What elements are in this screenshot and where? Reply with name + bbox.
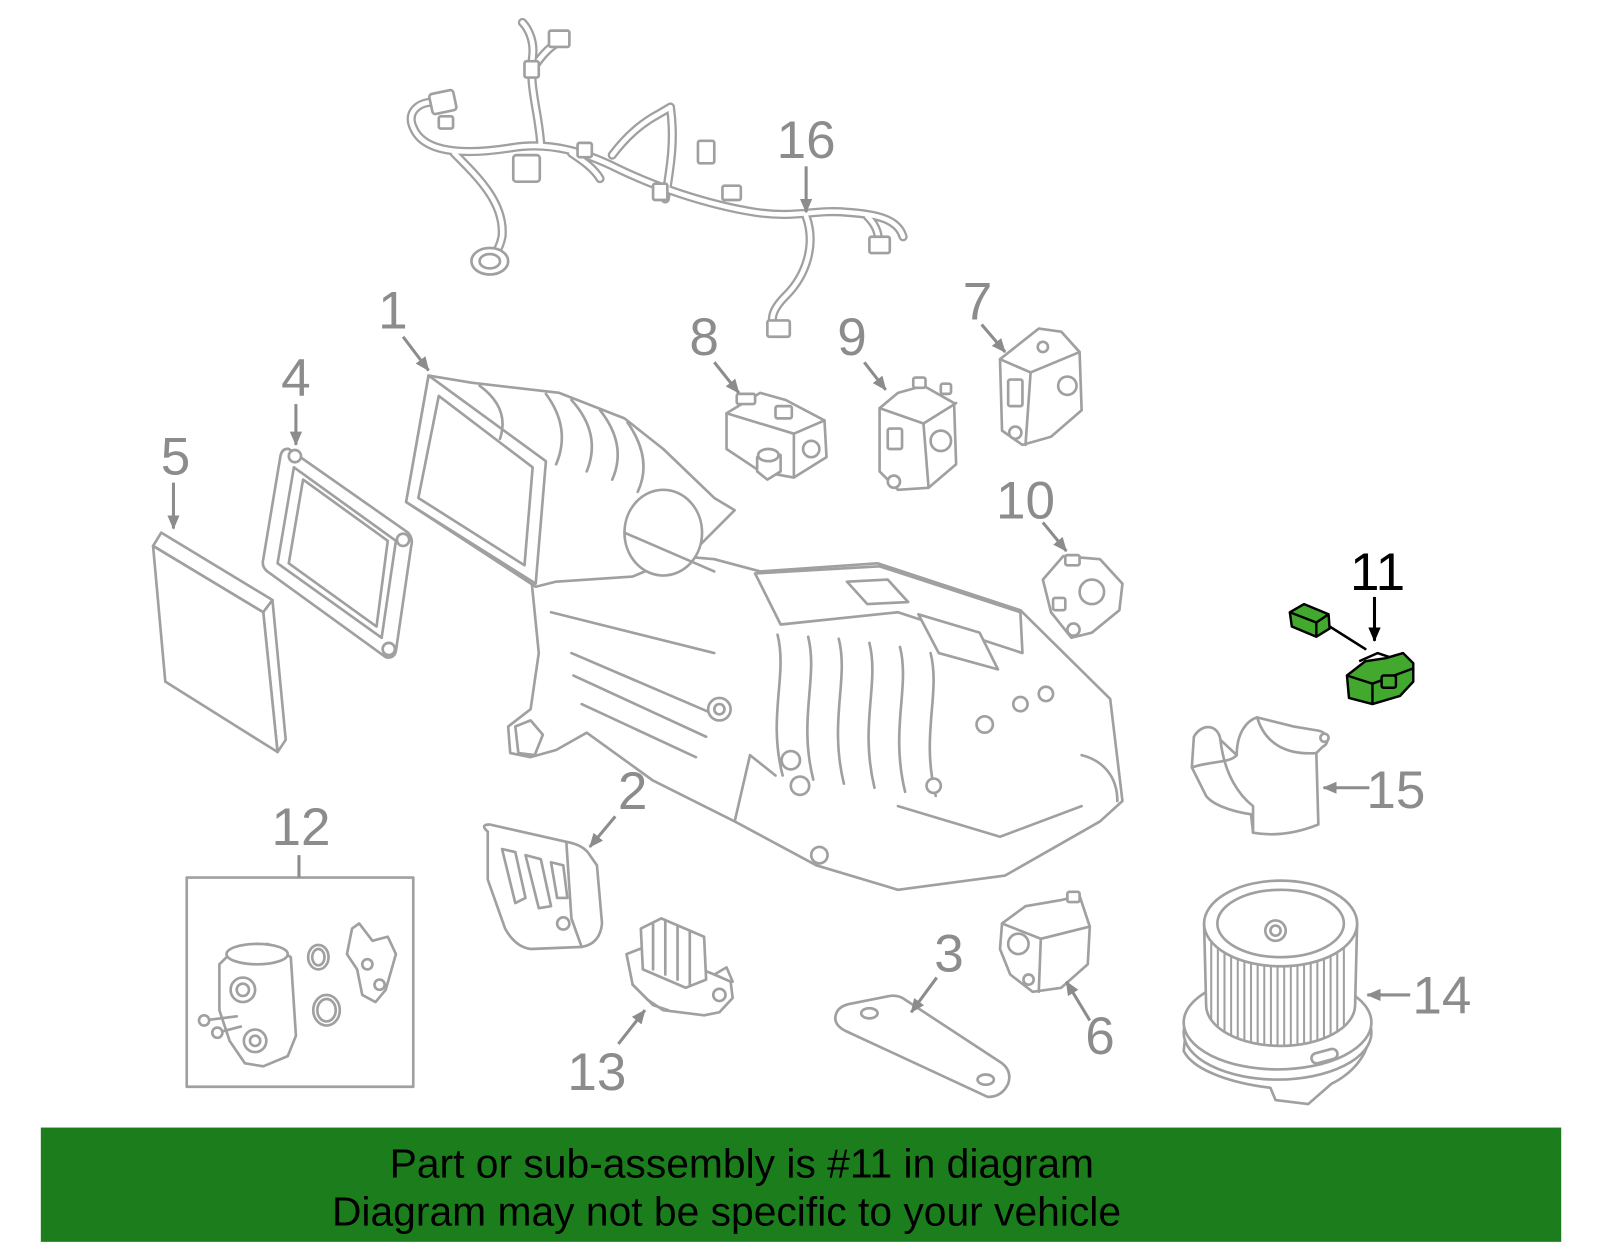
part-10-actuator [1041,553,1124,640]
callout-12: 12 [272,798,331,857]
callout-arrow-13 [617,1009,647,1045]
callout-arrow-1 [401,335,430,372]
callout-arrow-3 [909,976,938,1014]
part-6-actuator [998,890,1092,994]
callout-arrow-8 [713,361,740,394]
callout-6: 6 [1085,1007,1115,1066]
part-9-actuator [878,376,958,492]
part-1-hvac-housing [404,374,1124,892]
callout-16: 16 [777,111,836,170]
callout-arrow-7 [980,323,1007,354]
callout-13: 13 [567,1043,626,1102]
callout-2: 2 [618,762,648,821]
callout-5: 5 [161,428,191,487]
part-3-gasket-strap [834,994,1011,1099]
info-banner: Part or sub-assembly is #11 in diagram D… [40,1127,1562,1242]
part-5-cabin-filter [151,531,288,754]
banner-line-2: Diagram may not be specific to your vehi… [332,1189,1121,1235]
callout-14: 14 [1412,966,1471,1025]
part-13-blower-resistor [625,917,734,1017]
part-7-actuator [998,327,1083,447]
callout-4: 4 [281,349,311,408]
callout-arrow-10 [1041,521,1068,553]
callout-arrow-2 [588,815,617,848]
fan-blades [1210,940,1345,1047]
callout-11: 11 [1350,543,1405,602]
callout-10: 10 [996,471,1055,530]
callout-1: 1 [378,282,408,341]
part-15-blower-housing [1190,716,1330,836]
part-12-expansion-valve-kit [185,876,415,1089]
part-16-wiring-harness [411,22,903,339]
part-4-evaporator-frame [261,447,414,659]
callout-arrow-9 [863,361,887,391]
part-11-highlighted-sensor [1288,602,1415,706]
part-8-actuator [725,391,828,481]
part-2-foam-seal [482,823,604,951]
callout-9: 9 [837,308,867,367]
callout-3: 3 [934,924,964,983]
callout-8: 8 [689,308,719,367]
banner-background [40,1127,1562,1242]
callout-15: 15 [1366,761,1425,820]
part-14-blower-motor [1182,879,1373,1106]
callout-7: 7 [963,272,993,331]
callout-arrow-6 [1065,980,1092,1022]
banner-line-1: Part or sub-assembly is #11 in diagram [390,1141,1094,1187]
